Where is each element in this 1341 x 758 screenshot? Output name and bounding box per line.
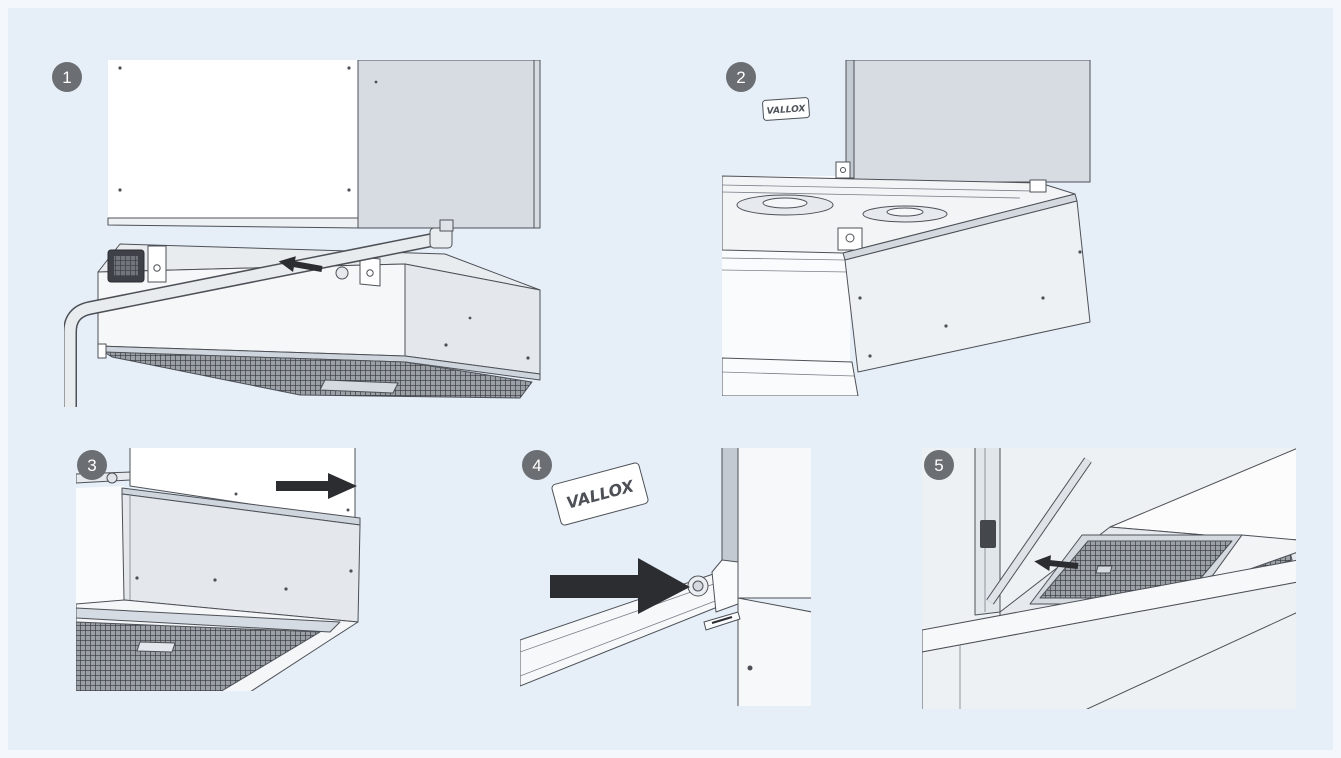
step-badge-circle	[726, 62, 756, 92]
screw-dot	[747, 665, 753, 671]
base-line	[722, 371, 855, 377]
base-bottom	[722, 357, 859, 396]
upper-unit-side	[357, 60, 541, 229]
top-plate-line	[722, 184, 1033, 192]
step-number: 5	[934, 456, 943, 475]
screw-dot	[944, 324, 948, 328]
screw-dot	[374, 80, 378, 84]
screw-dot	[444, 343, 448, 347]
rail-line	[520, 592, 737, 677]
step-1-illustration	[64, 60, 541, 407]
filter-tab	[1095, 565, 1113, 574]
step-4-illustration: VALLOX	[520, 448, 811, 706]
upper-unit-front	[108, 60, 360, 220]
screw-dot	[868, 354, 872, 358]
step-number: 1	[62, 68, 71, 87]
screw-dot	[349, 569, 353, 573]
front-panel	[844, 200, 1091, 373]
screw-dot	[858, 296, 862, 300]
top-plate-line	[722, 191, 1021, 199]
step-5-illustration	[922, 448, 1296, 709]
hook-bracket	[711, 559, 739, 613]
screw-dot	[135, 576, 139, 580]
screw-dot	[284, 587, 288, 591]
arrow-left-icon	[278, 256, 323, 273]
step-badge-circle	[52, 62, 82, 92]
label-plate	[551, 462, 649, 526]
filter-mesh	[76, 621, 321, 691]
base-slab-top	[922, 559, 1296, 653]
pipe-coupling	[439, 219, 454, 232]
step-badge-2: 2	[726, 62, 756, 92]
bracket-hole	[840, 167, 846, 173]
upper-unit-edge	[845, 60, 855, 179]
condensate-pipe	[987, 458, 1091, 604]
vallox-label: VALLOX	[762, 97, 810, 121]
base-slab-front	[922, 581, 1296, 709]
condensate-pipe	[64, 234, 434, 407]
step-badge-5: 5	[924, 450, 954, 480]
base-line	[722, 257, 846, 261]
step-badge-3: 3	[77, 450, 107, 480]
step-number: 2	[736, 68, 745, 87]
mounting-bracket	[359, 256, 381, 287]
fan-hub	[762, 197, 808, 209]
step-badge-circle	[77, 450, 107, 480]
screw-dot	[1041, 296, 1045, 300]
label-logo-text: VALLOX	[766, 104, 806, 117]
bracket-hole	[845, 233, 855, 243]
step-badge-4: 4	[522, 450, 552, 480]
screw-dot	[1078, 250, 1082, 254]
mounting-bracket	[147, 245, 167, 283]
screw-dot	[118, 188, 122, 192]
fan-hub	[886, 207, 924, 217]
arrow-left-icon	[1034, 555, 1079, 572]
nut	[335, 266, 349, 280]
post-face	[737, 448, 811, 599]
upper-unit-front	[849, 60, 1091, 183]
screw-dot	[346, 508, 350, 512]
filter-handle	[136, 641, 176, 653]
arrow-right-icon	[550, 558, 690, 614]
screw	[106, 472, 118, 484]
screw-dot	[526, 356, 530, 360]
step-2-illustration: VALLOX	[722, 60, 1091, 396]
step-badge-circle	[924, 450, 954, 480]
filter-handle	[319, 379, 399, 394]
step-badge-circle	[522, 450, 552, 480]
screw-dot	[234, 492, 238, 496]
step-number: 4	[532, 456, 541, 475]
screw-dot	[468, 316, 472, 320]
slot	[711, 616, 733, 624]
vallox-label: VALLOX	[551, 462, 649, 526]
arrow-right-icon	[276, 473, 357, 499]
filter-frame	[76, 607, 341, 633]
electrical-connector	[980, 520, 996, 548]
label-plate	[762, 97, 810, 121]
connector-pins	[114, 256, 138, 276]
screw-dot	[347, 66, 351, 70]
small-bracket	[835, 161, 851, 179]
small-bracket	[1029, 179, 1047, 193]
screw-dot	[347, 188, 351, 192]
bracket-hole	[153, 264, 161, 272]
base-line	[722, 269, 849, 273]
housing-side	[76, 486, 124, 604]
side-tab	[97, 343, 107, 359]
bracket-hole	[366, 269, 374, 277]
step-number: 3	[87, 456, 96, 475]
step-badge-1: 1	[52, 62, 82, 92]
nut-hole	[692, 580, 704, 592]
lower-panel	[737, 597, 811, 706]
screw-dot	[118, 66, 122, 70]
filter-mesh	[103, 351, 533, 399]
screw-dot	[213, 578, 217, 582]
panel-hook-bracket	[837, 227, 863, 251]
step-3-illustration	[76, 448, 361, 691]
